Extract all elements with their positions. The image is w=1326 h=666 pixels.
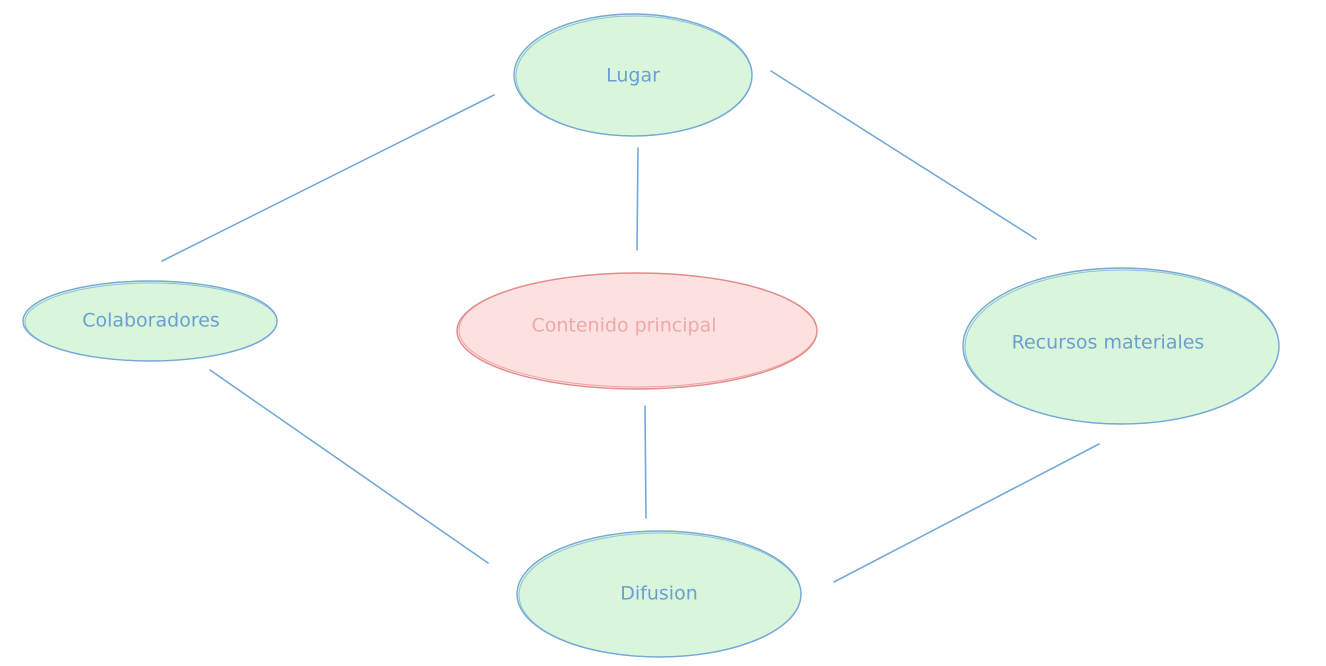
node-difusion-label: Difusion xyxy=(620,583,697,605)
node-recursos-materiales[interactable]: Recursos materiales xyxy=(962,267,1280,425)
node-colaboradores-label: Colaboradores xyxy=(82,310,220,332)
edge-lugar-contenido[interactable] xyxy=(636,147,639,251)
edge-lugar-recursos[interactable] xyxy=(770,70,1037,240)
node-lugar-label: Lugar xyxy=(606,65,660,87)
node-contenido-principal[interactable]: Contenido principal xyxy=(456,272,818,390)
edge-colaboradores-difusion[interactable] xyxy=(209,369,489,564)
node-colaboradores[interactable]: Colaboradores xyxy=(22,280,278,362)
node-recursos-label: Recursos materiales xyxy=(1012,332,1205,354)
connectors xyxy=(161,70,1100,583)
edge-lugar-colaboradores[interactable] xyxy=(161,94,495,262)
edge-contenido-difusion[interactable] xyxy=(644,405,647,519)
node-lugar[interactable]: Lugar xyxy=(513,13,753,137)
node-contenido-label: Contenido principal xyxy=(531,315,716,337)
edge-recursos-difusion[interactable] xyxy=(833,443,1100,583)
node-difusion[interactable]: Difusion xyxy=(516,530,802,658)
